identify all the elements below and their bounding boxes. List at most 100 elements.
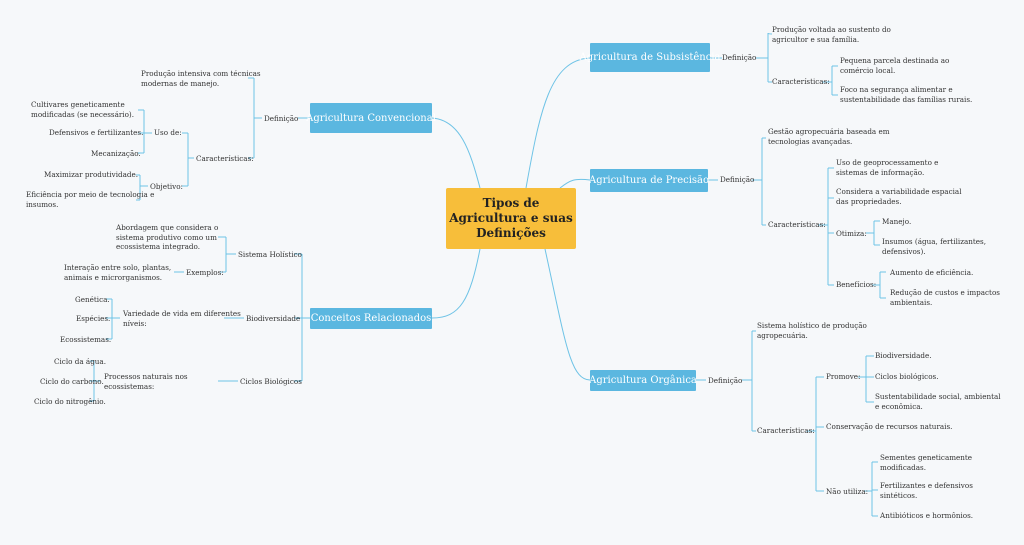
text-line: Aumento de eficiência. (890, 268, 974, 277)
node-item[interactable]: Maximizar produtividade. (44, 170, 138, 180)
text-line: Uso de geoprocessamento e (836, 158, 939, 167)
node-item[interactable]: Ecossistemas. (60, 335, 112, 344)
node-biodiversidade[interactable]: Biodiversidade (246, 314, 301, 323)
text-line: Cultivares geneticamente (31, 100, 125, 109)
node-definicao[interactable]: Definição (720, 175, 755, 184)
topic-agricultura-organica[interactable]: Agricultura Orgânica (589, 370, 697, 391)
node-otimiza[interactable]: Otimiza: (836, 229, 867, 238)
node-item[interactable]: Biodiversidade. (875, 351, 932, 361)
text-line: Eficiência por meio de tecnologia e (26, 190, 155, 199)
text-line: Processos naturais nos (104, 372, 188, 381)
node-item[interactable]: Manejo. (882, 217, 911, 227)
text-line: Redução de custos e impactos (890, 288, 1000, 297)
text-line: Foco na segurança alimentar e (840, 85, 953, 94)
text-line: Mecanização. (91, 149, 141, 158)
text-line: agricultor e sua família. (772, 34, 860, 44)
node-item[interactable]: Ciclos biológicos. (875, 372, 939, 382)
text-line: Fertilizantes e defensivos (880, 481, 973, 490)
text-line: sistema produtivo como um (116, 232, 217, 242)
text-line: defensivos). (882, 246, 926, 256)
node-item[interactable]: Ciclo do carbono. (40, 377, 104, 386)
node-item[interactable]: Mecanização. (91, 149, 141, 159)
node-exemplos-text[interactable]: Interação entre solo, plantas,animais e … (64, 263, 171, 282)
text-line: Sementes geneticamente (880, 453, 973, 462)
text-line: sistemas de informação. (836, 167, 925, 177)
text-line: modernas de manejo. (141, 78, 220, 88)
topic-agricultura-convencional[interactable]: Agricultura Convencional (306, 103, 436, 133)
node-definicao[interactable]: Definição (722, 53, 757, 62)
node-objetivo[interactable]: Objetivo: (150, 182, 183, 191)
node-definicao[interactable]: Definição (708, 376, 743, 385)
text-line: Maximizar produtividade. (44, 170, 139, 179)
node-item[interactable]: Defensivos e fertilizantes. (49, 128, 143, 138)
text-line: níveis: (123, 318, 147, 328)
text-line: agropecuária. (757, 330, 808, 340)
text-line: ambientais. (890, 297, 933, 307)
node-caracteristicas[interactable]: Características: (768, 220, 826, 229)
node-item[interactable]: Genética. (75, 295, 110, 304)
node-item[interactable]: Insumos (água, fertilizantes,defensivos)… (882, 237, 986, 256)
text-line: e econômica. (875, 401, 923, 411)
node-definicao[interactable]: Definição (264, 114, 299, 123)
text-line: Antibióticos e hormônios. (880, 511, 974, 520)
text-line: Sistema holístico de produção (757, 321, 867, 330)
text-line: Interação entre solo, plantas, (64, 263, 172, 272)
node-sistema-holistico[interactable]: Sistema Holístico (238, 250, 302, 259)
topic-label: Agricultura de Precisão (588, 175, 710, 186)
text-line: Pequena parcela destinada ao (840, 56, 950, 65)
topic-conceitos-relacionados[interactable]: Conceitos Relacionados (310, 308, 432, 329)
node-item[interactable]: Aumento de eficiência. (890, 268, 973, 278)
central-title-line1: Tipos de (482, 196, 540, 210)
node-item[interactable]: Ciclo do nitrogênio. (34, 397, 106, 406)
node-beneficios[interactable]: Benefícios: (836, 280, 877, 289)
topic-agricultura-subsistencia[interactable]: Agricultura de Subsistência (580, 43, 721, 72)
text-line: tecnologias avançadas. (768, 136, 853, 146)
node-nao-utiliza[interactable]: Não utiliza: (826, 487, 869, 496)
node-caracteristicas[interactable]: Características: (757, 426, 815, 435)
node-conservacao[interactable]: Conservação de recursos naturais. (826, 422, 953, 431)
text-line: modificadas (se necessário). (31, 109, 135, 119)
topic-agricultura-precisao[interactable]: Agricultura de Precisão (588, 169, 710, 192)
node-ciclos-biologicos[interactable]: Ciclos Biológicos (240, 377, 302, 386)
text-line: ecossistema integrado. (116, 242, 200, 251)
node-uso-de[interactable]: Uso de: (154, 128, 182, 137)
text-line: Biodiversidade. (875, 351, 932, 360)
node-exemplos[interactable]: Exemplos: (186, 268, 224, 277)
node-item[interactable]: Antibióticos e hormônios. (880, 511, 973, 521)
text-line: comércio local. (840, 65, 896, 75)
text-line: Produção intensiva com técnicas (141, 69, 261, 78)
node-item[interactable]: Espécies. (76, 314, 111, 323)
topic-label: Agricultura Convencional (306, 112, 436, 124)
central-topic[interactable]: Tipos de Agricultura e suas Definições (446, 188, 576, 249)
text-line: Manejo. (882, 217, 912, 226)
text-line: sustentabilidade das famílias rurais. (840, 94, 973, 104)
topic-label: Agricultura Orgânica (589, 375, 697, 386)
text-line: modificadas. (880, 462, 927, 472)
text-line: Insumos (água, fertilizantes, (882, 237, 987, 246)
node-caracteristicas[interactable]: Características: (196, 154, 254, 163)
node-item[interactable]: Ciclo da água. (54, 357, 106, 366)
text-line: das propriedades. (836, 196, 902, 206)
node-promove[interactable]: Promove: (826, 372, 861, 381)
text-line: sintéticos. (880, 490, 918, 500)
text-line: ecossistemas: (104, 381, 155, 391)
node-caracteristicas[interactable]: Características: (772, 77, 830, 86)
